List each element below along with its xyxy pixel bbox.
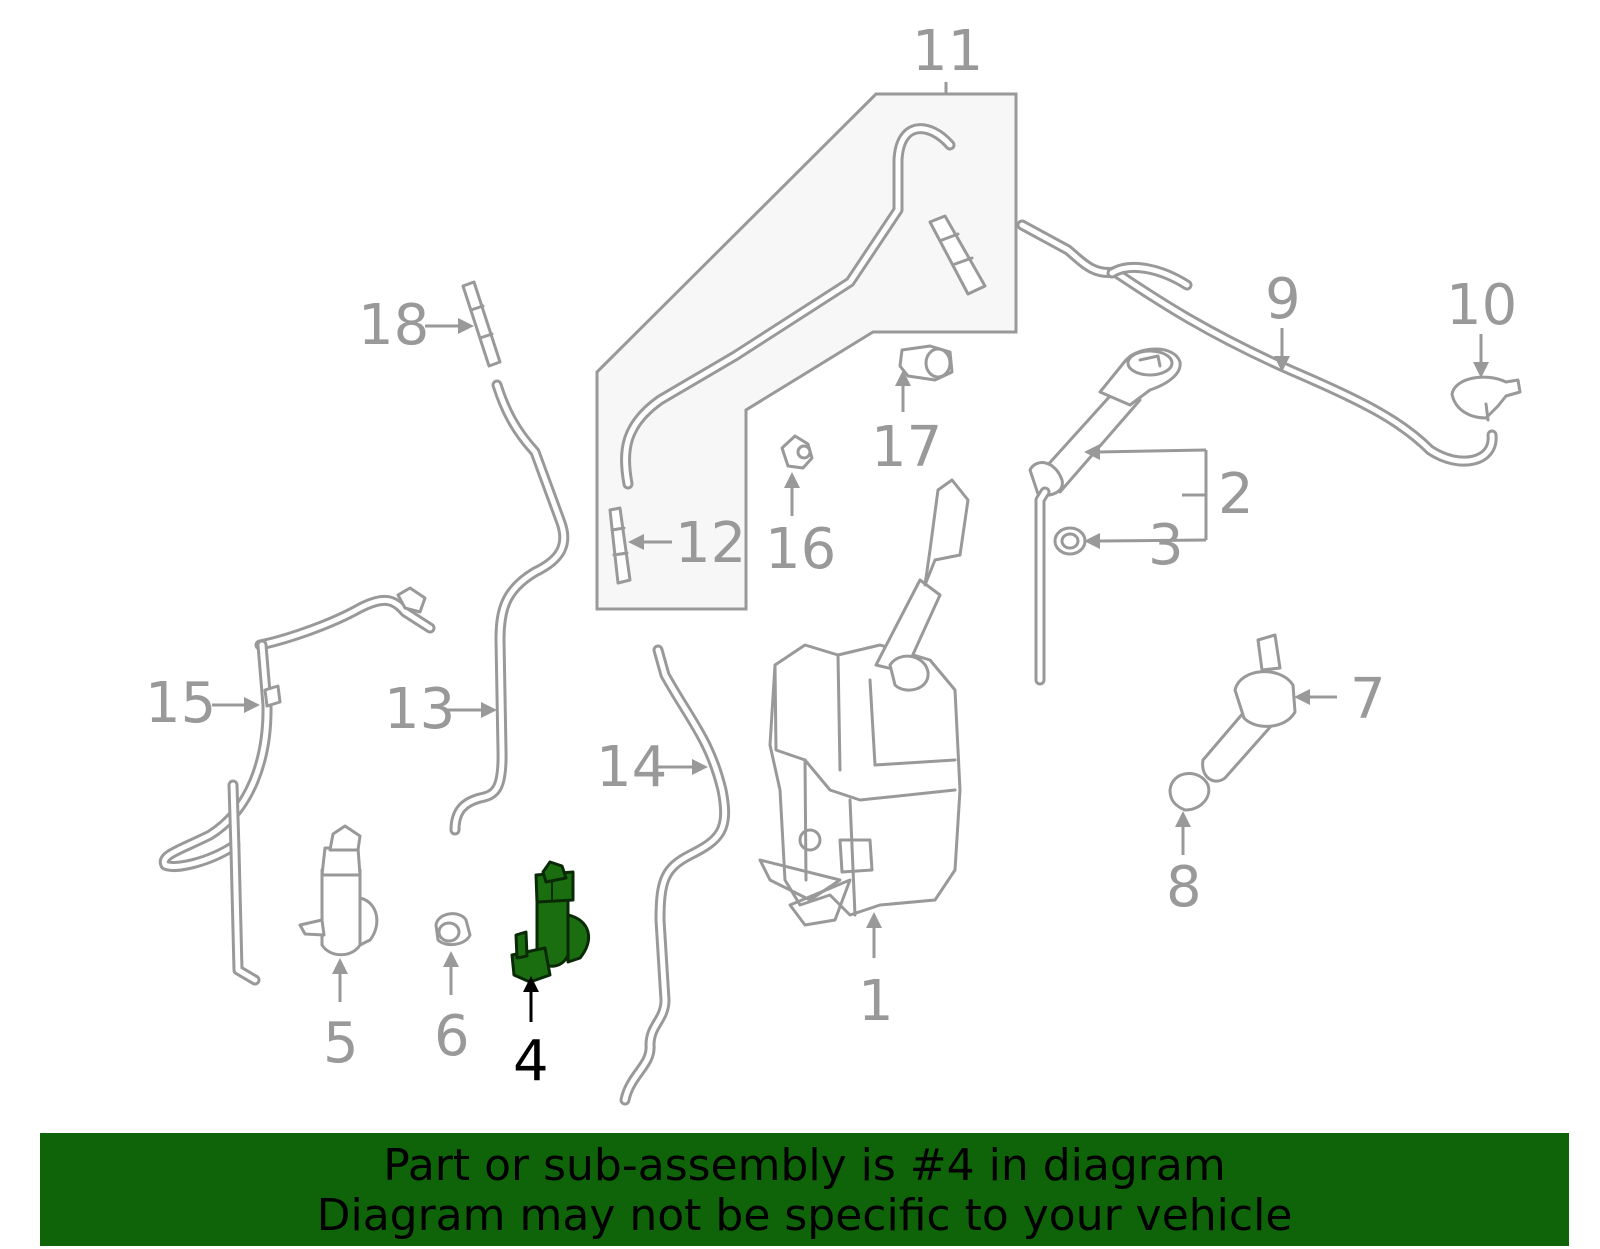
callout-numbers: 1 2 3 4 5 6 7 8 9 10 11 12 13 14 15 16 1… — [145, 19, 1517, 1094]
callout-6: 6 — [434, 1004, 470, 1069]
callout-9: 9 — [1265, 267, 1301, 332]
callout-16: 16 — [765, 517, 836, 582]
callout-15: 15 — [145, 671, 216, 736]
part-14-hose — [619, 644, 731, 1106]
callout-10: 10 — [1446, 273, 1517, 338]
part-16-clip — [780, 434, 814, 470]
callout-8: 8 — [1166, 855, 1202, 920]
part-11-hose — [620, 123, 987, 490]
callout-13: 13 — [384, 677, 455, 742]
callout-4: 4 — [513, 1029, 549, 1094]
part-4-washer-pump[interactable] — [510, 860, 590, 984]
callout-3: 3 — [1148, 513, 1184, 578]
part-17-grommet — [898, 344, 954, 382]
part-18-connector — [461, 280, 502, 368]
part-1-reservoir — [758, 478, 970, 927]
part-15-hose — [158, 586, 436, 986]
part-13-hose — [449, 379, 570, 836]
callout-14: 14 — [596, 735, 667, 800]
leaders — [212, 318, 1489, 1022]
callout-7: 7 — [1350, 667, 1386, 732]
callout-5: 5 — [323, 1011, 359, 1076]
info-banner: Part or sub-assembly is #4 in diagram Di… — [40, 1133, 1569, 1246]
callout-11: 11 — [912, 19, 983, 84]
part-10-nozzle — [1450, 375, 1522, 422]
part-12-connector — [608, 506, 632, 585]
callout-1: 1 — [858, 969, 894, 1034]
part-7-level-sensor — [1201, 633, 1297, 783]
part-5-pump — [298, 824, 379, 957]
callout-12: 12 — [675, 511, 746, 576]
part-6-grommet — [434, 912, 472, 947]
part-9-hose — [1016, 219, 1498, 467]
part-11-panel — [595, 82, 1018, 611]
callout-17: 17 — [871, 415, 942, 480]
banner-line-1: Part or sub-assembly is #4 in diagram — [383, 1140, 1226, 1191]
part-8-grommet — [1168, 772, 1211, 812]
callout-18: 18 — [358, 293, 429, 358]
part-2-filler-neck — [1028, 347, 1182, 686]
callout-2: 2 — [1218, 462, 1254, 527]
part-3-oring — [1053, 526, 1087, 556]
banner-line-2: Diagram may not be specific to your vehi… — [316, 1190, 1293, 1241]
